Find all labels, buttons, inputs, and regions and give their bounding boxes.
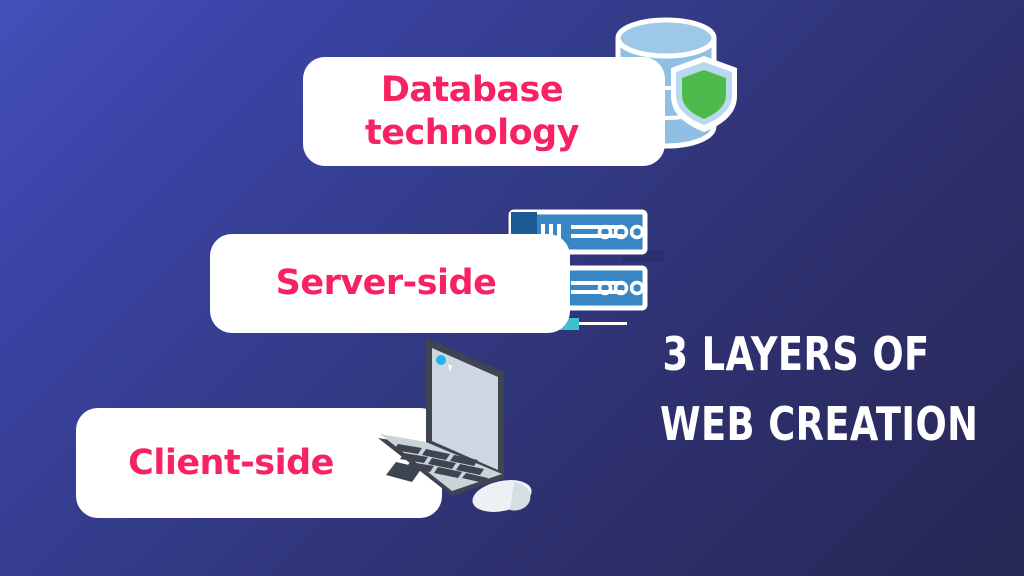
card-database-label-line2: technology <box>364 112 580 153</box>
card-database-technology[interactable]: Database technology <box>303 57 665 166</box>
card-server-label: Server-side <box>275 263 497 304</box>
mouse-icon <box>470 470 540 520</box>
page-title-line1: 3 Layers of <box>662 327 930 381</box>
page-title: 3 Layers of Web Creation <box>660 320 979 460</box>
card-database-label-line1: Database <box>380 69 564 110</box>
card-client-label: Client-side <box>128 442 334 483</box>
card-client-side[interactable]: Client-side <box>76 408 442 518</box>
laptop-icon <box>378 330 538 512</box>
page-title-line2: Web Creation <box>660 396 979 451</box>
card-server-side[interactable]: Server-side <box>210 234 570 333</box>
card-database-label: Database technology <box>319 69 625 154</box>
